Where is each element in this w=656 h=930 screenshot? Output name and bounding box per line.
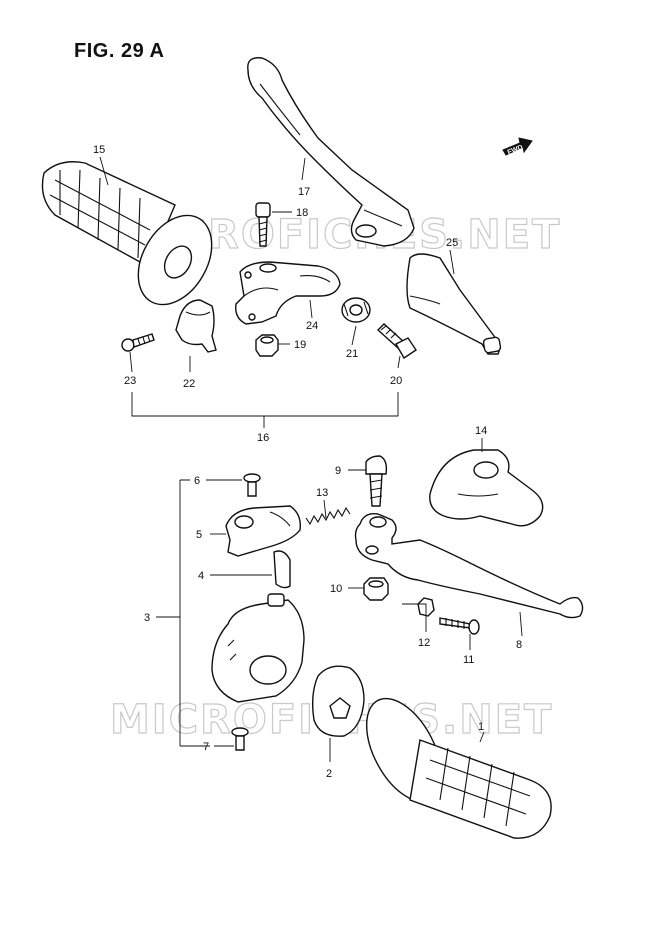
callout-14: 14 [475,425,487,437]
callout-18: 18 [296,207,308,219]
clutch-lever-part [247,57,415,247]
switch-housing-3-part [211,593,305,703]
callout-16: 16 [257,432,269,444]
callout-9: 9 [335,465,341,477]
bolt-9-part [365,455,388,507]
callout-7: 7 [203,741,209,753]
svg-text:FWD: FWD [507,144,524,156]
brake-lever-part [354,513,584,619]
callout-4: 4 [198,570,204,582]
callout-20: 20 [390,375,402,387]
adjuster-20-part [376,323,417,359]
callout-22: 22 [183,378,195,390]
callout-15: 15 [93,144,105,156]
right-grip-part [365,697,552,839]
callout-11: 11 [463,654,474,666]
screw-23-part [121,333,155,352]
forward-arrow-icon: FWD [502,137,533,157]
clamp-22-part [175,299,217,353]
callout-3: 3 [144,612,150,624]
callout-1: 1 [478,721,484,733]
spring-13-part [305,506,351,526]
callout-23: 23 [124,375,136,387]
lever-cover-25-part [406,253,502,355]
callout-19: 19 [294,339,306,351]
callout-17: 17 [298,186,310,198]
callout-6: 6 [194,475,200,487]
figure-title: FIG. 29 A [74,40,165,62]
screw-6-part [243,473,261,497]
lever-holder-24-part [235,261,341,325]
screw-11-part [439,617,480,635]
throttle-pulley-2-part [311,665,365,737]
screw-7-part [231,727,249,751]
callout-25: 25 [446,237,458,249]
callout-2: 2 [326,768,332,780]
left-grip-part [41,161,213,306]
callout-12: 12 [418,637,430,649]
callout-5: 5 [196,529,202,541]
cable-end-4-part [273,550,291,589]
lever-cover-14-part [429,449,544,527]
nut-19-part [255,334,279,357]
locknut-21-part [341,297,371,323]
nut-10-part [363,577,389,601]
clamp-5-part [225,505,301,557]
leader-lines [99,156,523,762]
callout-8: 8 [516,639,522,651]
callout-13: 13 [316,487,328,499]
bolt-18-part [255,202,271,247]
callout-10: 10 [330,583,342,595]
callout-21: 21 [346,348,358,360]
callout-24: 24 [306,320,318,332]
